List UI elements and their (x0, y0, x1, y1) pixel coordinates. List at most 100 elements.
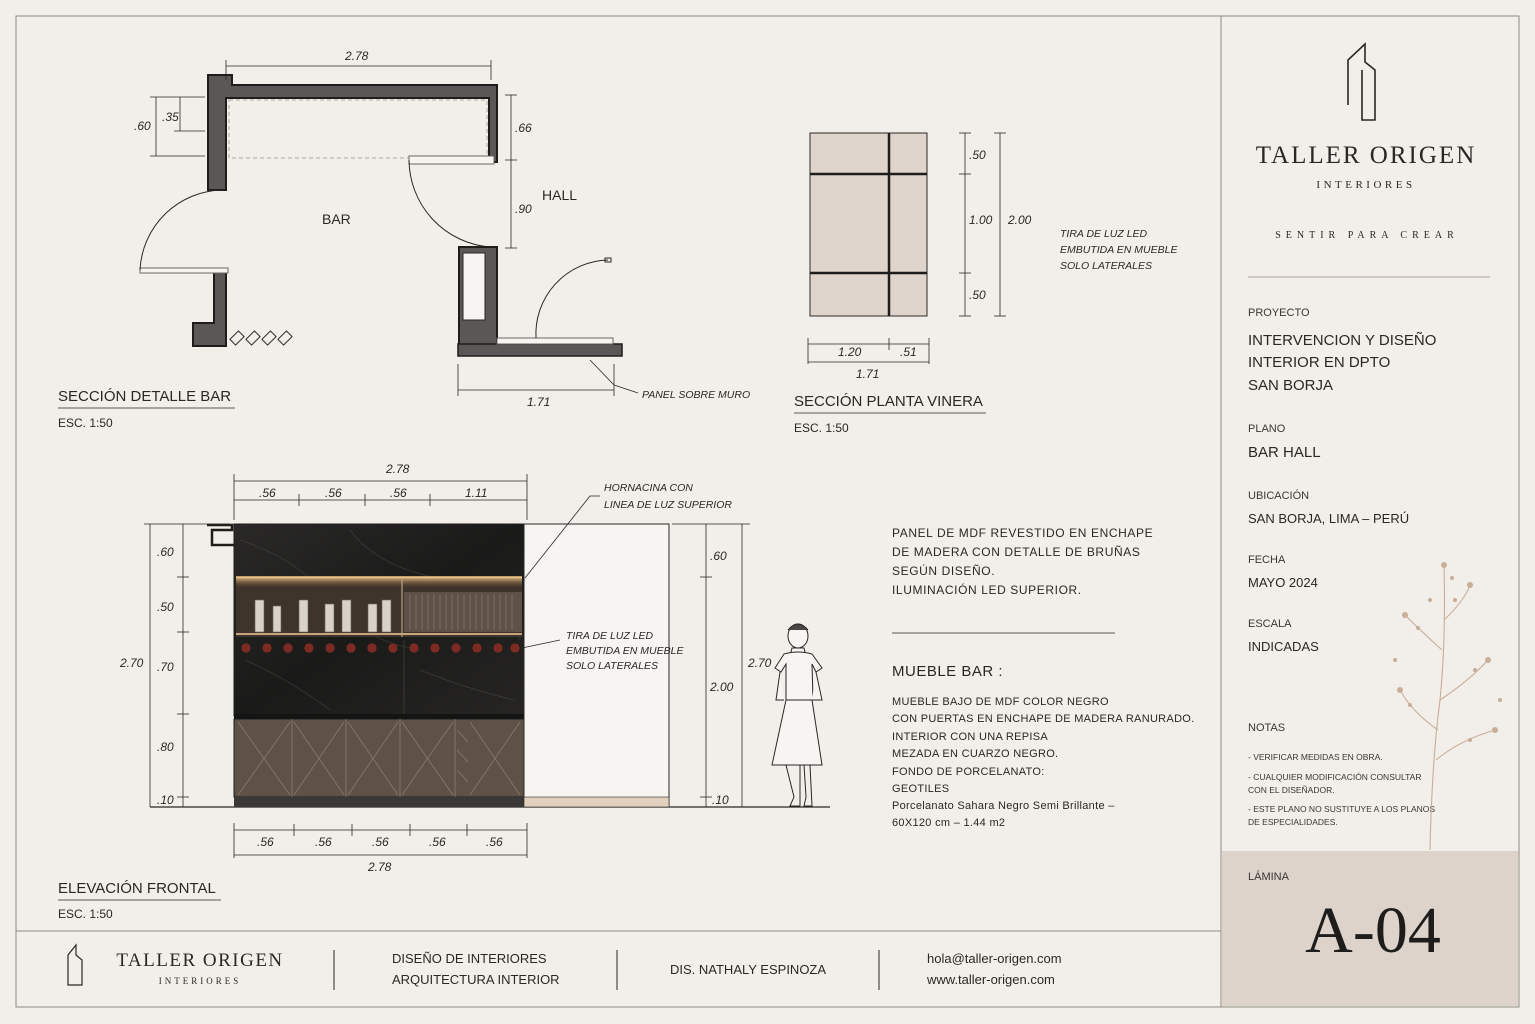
furniture-spec-7: Porcelanato Sahara Negro Semi Brillante … (892, 800, 1115, 812)
brand-tagline: SENTIR PARA CREAR (1275, 230, 1459, 241)
bar-dim-278: 2.78 (344, 49, 369, 63)
title-block: TALLER ORIGEN INTERIORES SENTIR PARA CRE… (1222, 42, 1518, 1006)
front-elevation-scale: ESC. 1:50 (58, 907, 113, 921)
note-3a: - ESTE PLANO NO SUSTITUYE A LOS PLANOS (1248, 804, 1435, 814)
elev-led-note-2: EMBUTIDA EN MUEBLE (566, 645, 684, 657)
human-scale-figure (771, 623, 823, 807)
bar-section-plan (139, 60, 639, 396)
bar-dim-35: .35 (162, 110, 179, 124)
footer-logo-mark (67, 943, 83, 986)
furniture-spec-6: GEOTILES (892, 783, 949, 795)
botanical-buds (1393, 562, 1502, 742)
location-value: SAN BORJA, LIMA – PERÚ (1248, 511, 1409, 526)
elev-dim-bottom-1: .56 (257, 835, 274, 849)
elev-dim-top-1: .56 (259, 486, 276, 500)
location-label: UBICACIÓN (1248, 489, 1309, 502)
wine-dim-51: .51 (900, 345, 917, 359)
notes-label: NOTAS (1248, 722, 1285, 734)
bar-dim-171: 1.71 (527, 395, 550, 409)
date-label: FECHA (1248, 554, 1286, 566)
bar-dim-66: .66 (515, 121, 532, 135)
date-value: MAYO 2024 (1248, 575, 1318, 590)
furniture-spec-title: MUEBLE BAR : (892, 663, 1003, 680)
wine-led-note-2: EMBUTIDA EN MUEBLE (1060, 244, 1178, 256)
project-line-1: INTERVENCION Y DISEÑO (1248, 332, 1436, 349)
panel-spec-4: ILUMINACIÓN LED SUPERIOR. (892, 582, 1082, 597)
footer-email: hola@taller-origen.com (927, 951, 1062, 966)
project-label: PROYECTO (1248, 307, 1310, 319)
brand-logo-mark (1347, 42, 1376, 121)
elev-dim-left-4: .80 (157, 740, 174, 754)
bar-wall-left-lower (192, 271, 227, 347)
sheet-number: A-04 (1305, 894, 1441, 967)
bar-counter-dashed (228, 99, 488, 159)
elev-dim-right-1: .60 (710, 549, 727, 563)
elev-dim-bottom-4: .56 (429, 835, 446, 849)
elev-dim-bottom-total: 2.78 (367, 860, 392, 874)
plan-value: BAR HALL (1248, 444, 1321, 461)
spec-notes: PANEL DE MDF REVESTIDO EN ENCHAPE DE MAD… (892, 526, 1195, 829)
footer-website: www.taller-origen.com (926, 972, 1055, 987)
floor-hatch-marks (229, 330, 293, 346)
furniture-spec-2: CON PUERTAS EN ENCHAPE DE MADERA RANURAD… (892, 713, 1195, 725)
elev-dim-left-5: .10 (157, 793, 174, 807)
front-elevation-title: ELEVACIÓN FRONTAL (58, 880, 216, 897)
wine-led-note-1: TIRA DE LUZ LED (1060, 228, 1148, 240)
footer-brand-name: TALLER ORIGEN (116, 950, 283, 971)
panel-spec-2: DE MADERA CON DETALLE DE BRUÑAS (892, 545, 1140, 559)
footer-brand-subtitle: INTERIORES (159, 976, 242, 986)
wine-plan-title: SECCIÓN PLANTA VINERA (794, 393, 983, 410)
hall-door-swing (408, 159, 491, 248)
elev-dim-top-4: 1.11 (465, 486, 487, 500)
hall-panel (496, 337, 614, 345)
wine-led-note-3: SOLO LATERALES (1060, 260, 1152, 272)
brand-name: TALLER ORIGEN (1256, 142, 1477, 169)
elev-dim-bottom-3: .56 (372, 835, 389, 849)
elev-dim-top-total: 2.78 (385, 462, 410, 476)
bar-section-dimension-lines (150, 60, 639, 396)
elevation-dimension-lines (144, 474, 750, 858)
room-label-bar: BAR (322, 211, 351, 227)
hall-panel-swing (535, 259, 609, 339)
bar-wall-top (207, 74, 498, 191)
wine-dim-50-bottom: .50 (969, 288, 986, 302)
panel-spec-1: PANEL DE MDF REVESTIDO EN ENCHAPE (892, 526, 1153, 540)
footer-designer: DIS. NATHALY ESPINOZA (670, 962, 826, 977)
wine-dim-200: 2.00 (1007, 213, 1032, 227)
note-1: - VERIFICAR MEDIDAS EN OBRA. (1248, 752, 1383, 762)
niche-note-2: LINEA DE LUZ SUPERIOR (604, 499, 732, 511)
sheet-border (15, 15, 1520, 1008)
furniture-spec-1: MUEBLE BAJO DE MDF COLOR NEGRO (892, 696, 1109, 708)
sheet-label: LÁMINA (1248, 870, 1290, 883)
panel-spec-3: SEGÚN DISEÑO. (892, 563, 995, 578)
brand-subtitle: INTERIORES (1316, 179, 1415, 191)
bar-section-title: SECCIÓN DETALLE BAR (58, 388, 231, 405)
bar-section-scale: ESC. 1:50 (58, 416, 113, 430)
footer: TALLER ORIGEN INTERIORES DISEÑO DE INTER… (67, 943, 1062, 990)
elev-dim-bottom-2: .56 (315, 835, 332, 849)
hall-column-niche (462, 252, 486, 321)
bar-door-panel-top (408, 155, 495, 165)
scale-label: ESCALA (1248, 618, 1292, 630)
wine-rack-bottles (240, 642, 521, 654)
wine-dim-50-top: .50 (969, 148, 986, 162)
note-3b: DE ESPECIALIDADES. (1248, 817, 1338, 827)
project-line-3: SAN BORJA (1248, 377, 1333, 394)
elev-dim-top-2: .56 (325, 486, 342, 500)
elev-dim-right-2: 2.00 (709, 680, 734, 694)
furniture-spec-8: 60X120 cm – 1.44 m2 (892, 817, 1005, 829)
elev-dim-right-3: .10 (712, 793, 729, 807)
elev-led-note-1: TIRA DE LUZ LED (566, 630, 654, 642)
bar-dim-90: .90 (515, 202, 532, 216)
bar-dim-60: .60 (134, 119, 151, 133)
elev-dim-right-total: 2.70 (747, 656, 772, 670)
room-label-hall: HALL (542, 187, 577, 203)
note-2b: CON EL DISEÑADOR. (1248, 785, 1335, 795)
wine-plan-scale: ESC. 1:50 (794, 421, 849, 435)
bar-door-left (139, 267, 229, 274)
footer-service-1: DISEÑO DE INTERIORES (392, 951, 547, 966)
scale-value: INDICADAS (1248, 639, 1319, 654)
elev-dim-left-total: 2.70 (119, 656, 144, 670)
front-elevation-drawing (144, 474, 830, 858)
wine-bottles (254, 599, 392, 633)
